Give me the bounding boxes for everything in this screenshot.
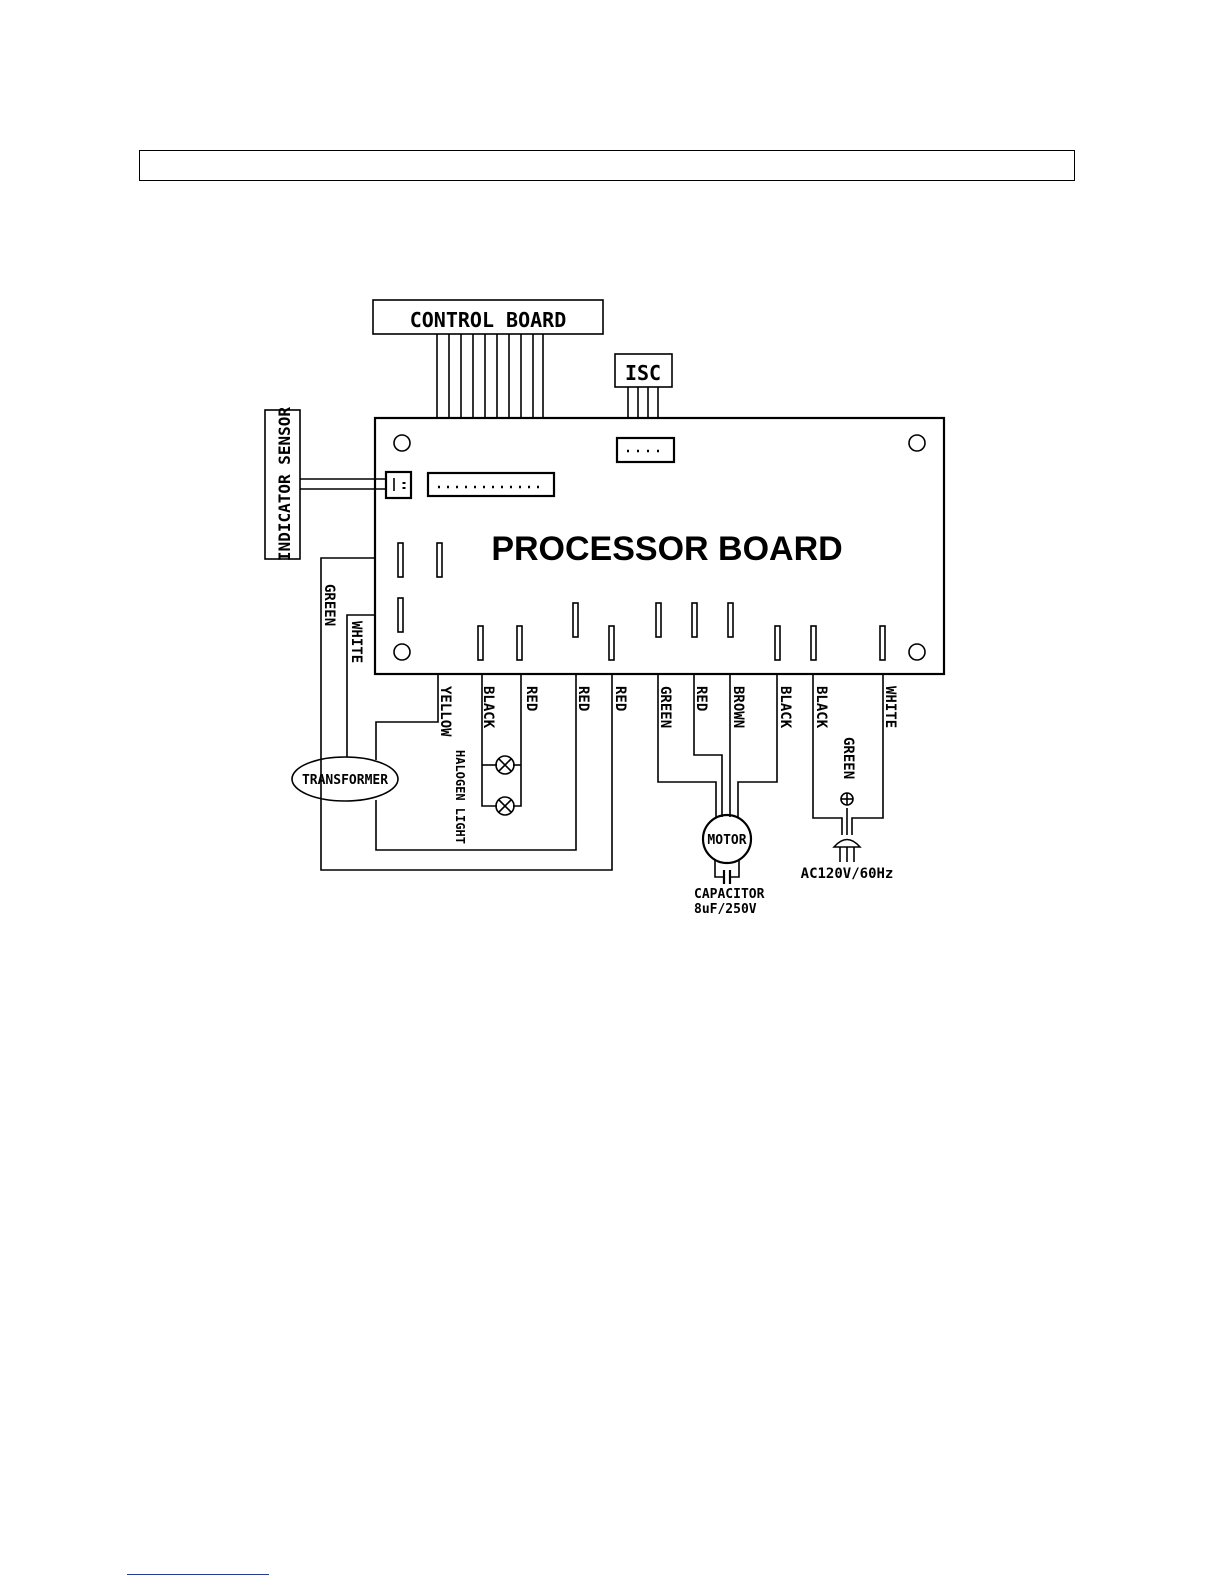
wire-label-red: RED [612, 686, 628, 711]
capacitor-rating: 8uF/250V [694, 902, 757, 917]
control-board-label: CONTROL BOARD [410, 308, 567, 332]
indicator-sensor: INDICATOR SENSOR [265, 407, 385, 561]
mount-hole [394, 435, 410, 451]
footer-rule [127, 1574, 269, 1575]
wire-label-yellow: YELLOW [437, 686, 453, 737]
isc-label: ISC [625, 361, 661, 385]
isc-connector [617, 438, 674, 462]
lamp-icon [496, 756, 514, 774]
wire-label-green-ground: GREEN [840, 737, 856, 779]
wire-label-red: RED [575, 686, 591, 711]
mount-hole [394, 644, 410, 660]
halogen-light-label: HALOGEN LIGHT [453, 750, 467, 844]
capacitor-label: CAPACITOR [694, 887, 765, 902]
control-board-ribbon [437, 334, 543, 418]
control-connector [428, 473, 554, 496]
lamp-icon [496, 797, 514, 815]
control-board: CONTROL BOARD [373, 300, 603, 334]
transformer-label: TRANSFORMER [302, 773, 388, 788]
wire-label-brown: BROWN [730, 686, 746, 728]
wire-label-white: WHITE [882, 686, 898, 728]
wire-label-green: GREEN [321, 584, 337, 626]
mount-hole [909, 435, 925, 451]
power-supply-label: AC120V/60Hz [801, 866, 894, 882]
wire-label-green: GREEN [657, 686, 673, 728]
wire-label-black: BLACK [480, 686, 496, 729]
wire-label-red: RED [523, 686, 539, 711]
processor-board-title: PROCESSOR BOARD [491, 530, 842, 568]
isc: ISC [615, 354, 672, 418]
wire-label-black: BLACK [813, 686, 829, 729]
mount-hole [909, 644, 925, 660]
plug-head [834, 840, 860, 848]
bottom-wire-labels: YELLOW BLACK RED RED RED GREEN RED BROWN… [437, 686, 898, 737]
processor-board: PROCESSOR BOARD [375, 418, 944, 674]
indicator-sensor-label: INDICATOR SENSOR [275, 407, 294, 561]
motor-circuit: MOTOR CAPACITOR 8uF/250V [658, 674, 777, 917]
wire-label-red: RED [693, 686, 709, 711]
wire-label-white: WHITE [348, 621, 364, 663]
ground-icon [841, 793, 853, 805]
sensor-connector [386, 472, 411, 498]
wire-label-black: BLACK [777, 686, 793, 729]
motor-label: MOTOR [707, 833, 746, 848]
